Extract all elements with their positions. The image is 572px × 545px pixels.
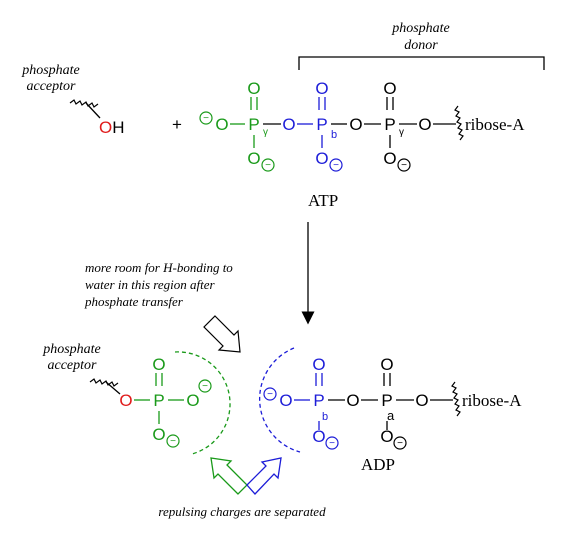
svg-text:O: O xyxy=(383,79,396,98)
svg-text:−: − xyxy=(170,436,176,447)
svg-text:−: − xyxy=(203,113,209,124)
svg-text:a: a xyxy=(387,408,395,423)
svg-text:P: P xyxy=(384,115,395,134)
svg-text:−: − xyxy=(265,160,271,171)
acceptor-top-label: phosphate acceptor xyxy=(21,63,80,94)
svg-text:O: O xyxy=(380,427,393,446)
room-hollow-arrow xyxy=(203,315,241,353)
svg-text:−: − xyxy=(333,160,339,171)
acceptor-oh: OH xyxy=(99,118,125,137)
svg-text:P: P xyxy=(316,115,327,134)
svg-text:P: P xyxy=(153,391,164,410)
svg-text:−: − xyxy=(329,438,335,449)
svg-text:O: O xyxy=(119,391,132,410)
svg-text:−: − xyxy=(267,389,273,400)
svg-text:phosphate transfer: phosphate transfer xyxy=(84,294,184,309)
svg-text:b: b xyxy=(322,411,328,423)
svg-text:phosphate: phosphate xyxy=(391,21,450,36)
atp-ribose-wavy-bond xyxy=(454,105,464,141)
svg-text:more room for H-bonding to: more room for H-bonding to xyxy=(85,260,233,275)
phosphate-donor-label: phosphate donor xyxy=(391,21,450,53)
svg-text:−: − xyxy=(202,381,208,392)
acceptor-bottom-wavy-bond xyxy=(89,378,119,387)
adp-ribose-wavy-bond xyxy=(451,381,461,417)
svg-text:O: O xyxy=(315,149,328,168)
svg-text:O: O xyxy=(312,355,325,374)
svg-text:γ: γ xyxy=(263,127,268,138)
atp-ribose-label: ribose-A xyxy=(465,115,525,134)
svg-text:acceptor: acceptor xyxy=(48,358,98,373)
svg-text:O: O xyxy=(282,115,295,134)
svg-text:O: O xyxy=(346,391,359,410)
atp-alpha-phosphate: O P γ O O − O xyxy=(349,79,456,172)
svg-text:phosphate: phosphate xyxy=(21,63,80,78)
svg-text:acceptor: acceptor xyxy=(27,79,77,94)
svg-text:O: O xyxy=(418,115,431,134)
adp-ribose-label: ribose-A xyxy=(462,391,522,410)
svg-text:O: O xyxy=(247,149,260,168)
svg-text:O: O xyxy=(279,391,292,410)
svg-text:O: O xyxy=(380,355,393,374)
svg-text:−: − xyxy=(397,438,403,449)
acceptor-bottom-label: phosphate acceptor xyxy=(42,342,101,373)
svg-text:O: O xyxy=(415,391,428,410)
room-note: more room for H-bonding to water in this… xyxy=(84,260,233,309)
acceptor-top-bond xyxy=(85,102,101,119)
donor-bracket xyxy=(298,56,545,70)
atp-beta-phosphate: O P b O O − xyxy=(282,79,347,172)
plus-sign: + xyxy=(172,115,182,134)
svg-text:water in this region after: water in this region after xyxy=(85,277,215,292)
adp-beta-phosphate: − O P b O O − xyxy=(263,355,345,450)
charges-caption: repulsing charges are separated xyxy=(158,504,326,519)
svg-text:O: O xyxy=(315,79,328,98)
svg-text:O: O xyxy=(152,425,165,444)
atp-label: ATP xyxy=(308,191,338,210)
blue-hollow-arrow xyxy=(246,457,282,495)
acceptor-top-wavy-bond xyxy=(69,99,99,108)
svg-text:P: P xyxy=(248,115,259,134)
svg-text:b: b xyxy=(331,129,337,141)
svg-text:O: O xyxy=(186,391,199,410)
svg-text:P: P xyxy=(313,391,324,410)
svg-text:γ: γ xyxy=(399,127,404,138)
svg-text:O: O xyxy=(247,79,260,98)
released-phosphate-charge-arc xyxy=(174,351,231,455)
svg-text:phosphate: phosphate xyxy=(42,342,101,357)
svg-text:donor: donor xyxy=(404,38,438,53)
atp-gamma-phosphate: − O P γ O O − xyxy=(199,79,281,172)
svg-text:O: O xyxy=(152,355,165,374)
acceptor-bottom-bond xyxy=(105,381,121,395)
svg-text:O: O xyxy=(383,149,396,168)
green-hollow-arrow xyxy=(210,457,248,495)
svg-text:P: P xyxy=(381,391,392,410)
svg-text:O: O xyxy=(349,115,362,134)
svg-text:O: O xyxy=(215,115,228,134)
released-phosphate: O P O O − O − xyxy=(119,355,212,448)
svg-text:O: O xyxy=(312,427,325,446)
adp-label: ADP xyxy=(361,455,395,474)
adp-alpha-phosphate: O P a O O − O xyxy=(346,355,453,450)
svg-text:−: − xyxy=(401,160,407,171)
